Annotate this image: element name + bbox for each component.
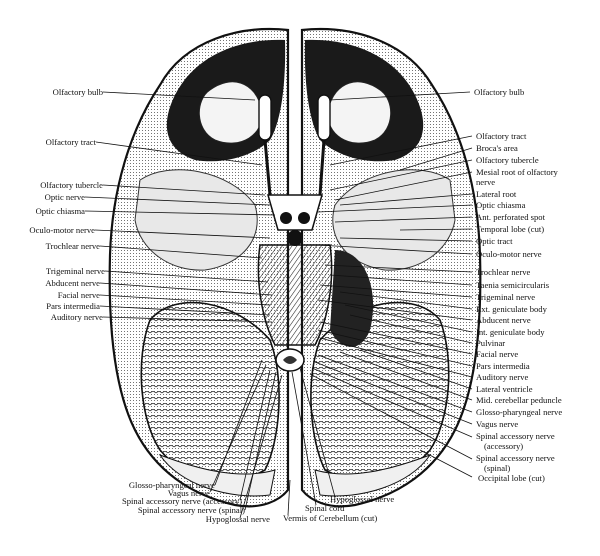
left-temporal-lobe xyxy=(134,169,258,271)
label-mid-cerebellar-peduncle: Mid. cerebellar peduncle xyxy=(476,395,562,405)
label-lateral-ventricle: Lateral ventricle xyxy=(476,384,533,394)
label-vagus-nerve-right: Vagus nerve xyxy=(476,419,519,429)
label-optic-chiasma-right: Optic chiasma xyxy=(476,200,526,210)
label-olfactory-tubercle-right: Olfactory tubercle xyxy=(476,155,539,165)
label-abducent-nerve-right: Abducent nerve xyxy=(476,315,531,325)
left-olfactory-bulb xyxy=(258,94,272,141)
label-facial-nerve-right: Facial nerve xyxy=(476,349,519,359)
left-leader-lines xyxy=(84,91,276,323)
label-brocas-area: Broca's area xyxy=(476,143,518,153)
label-trigeminal-nerve-right: Trigeminal nerve xyxy=(476,292,536,302)
label-ant-perforated-spot: Ant. perforated spot xyxy=(476,212,545,222)
left-cerebellum xyxy=(140,301,280,482)
label-optic-nerve-left: Optic nerve xyxy=(44,192,85,202)
brain-stem xyxy=(257,244,333,346)
label-olfactory-bulb-left: Olfactory bulb xyxy=(52,87,103,97)
label-spinal-accessory-spinal-bottom: Spinal accessory nerve (spinal) xyxy=(137,505,245,515)
label-taenia-semicircularis: Taenia semicircularis xyxy=(476,280,550,290)
label-spinal-accessory-spinal: Spinal accessory nerve xyxy=(476,453,555,463)
label-olfactory-tubercle-left: Olfactory tubercle xyxy=(40,180,103,190)
label-mesial-root-cont: nerve xyxy=(476,177,496,187)
label-hypoglossal-nerve-bottom-right: Hypoglossal nerve xyxy=(330,494,395,504)
label-occipital-lobe-cut: Occipital lobe (cut) xyxy=(478,473,545,483)
label-abducent-nerve-left: Abducent nerve xyxy=(45,278,100,288)
label-oculo-motor-nerve-left: Oculo-motor nerve xyxy=(29,225,95,235)
label-trochlear-nerve-left: Trochlear nerve xyxy=(45,241,100,251)
label-auditory-nerve-right: Auditory nerve xyxy=(476,372,529,382)
label-optic-tract: Optic tract xyxy=(476,236,513,246)
label-vagus-nerve-bottom: Vagus nerve xyxy=(167,488,210,498)
label-olfactory-tract-right: Olfactory tract xyxy=(476,131,527,141)
optic-chiasma xyxy=(267,194,323,231)
bottom-leader-lines xyxy=(209,359,336,519)
label-trigeminal-nerve-left: Trigeminal nerve xyxy=(45,266,105,276)
label-spinal-accessory-accessory-bottom: Spinal accessory nerve (accessory) xyxy=(121,496,242,506)
label-lateral-root: Lateral root xyxy=(476,189,517,199)
label-oculo-motor-nerve-right: Oculo-motor nerve xyxy=(476,249,542,259)
label-int-geniculate-body: Int. geniculate body xyxy=(476,327,545,337)
label-vermis-of-cerebellum: Vermis of Cerebellum (cut) xyxy=(283,513,378,523)
label-pars-intermedia-right: Pars intermedia xyxy=(476,361,530,371)
right-olfactory-bulb xyxy=(317,94,331,141)
label-facial-nerve-left: Facial nerve xyxy=(57,290,100,300)
label-olfactory-tract-left: Olfactory tract xyxy=(45,137,96,147)
label-spinal-accessory-accessory: Spinal accessory nerve xyxy=(476,431,555,441)
label-glosso-pharyngeal-bottom: Glosso-pharyngeal nerve xyxy=(128,480,215,490)
label-temporal-lobe-cut: Temporal lobe (cut) xyxy=(476,224,545,234)
label-spinal-accessory-spinal-cont: (spinal) xyxy=(484,463,511,473)
label-glosso-pharyngeal-right: Glosso-pharyngeal nerve xyxy=(476,407,563,417)
label-spinal-accessory-accessory-cont: (accessory) xyxy=(484,441,524,451)
label-spinal-cord: Spinal cord xyxy=(305,503,345,513)
label-pulvinar: Pulvinar xyxy=(476,338,506,348)
label-mesial-root: Mesial root of olfactory xyxy=(476,167,558,177)
label-pars-intermedia-left: Pars intermedia xyxy=(46,301,100,311)
label-olfactory-bulb-right: Olfactory bulb xyxy=(474,87,525,97)
label-ext-geniculate-body: Ext. geniculate body xyxy=(476,304,547,314)
label-optic-chiasma-left: Optic chiasma xyxy=(35,206,85,216)
label-auditory-nerve-left: Auditory nerve xyxy=(50,312,103,322)
right-leader-lines xyxy=(309,91,473,478)
label-hypoglossal-nerve-bottom-left: Hypoglossal nerve xyxy=(205,514,270,524)
label-trochlear-nerve-right: Trochlear nerve xyxy=(476,267,531,277)
